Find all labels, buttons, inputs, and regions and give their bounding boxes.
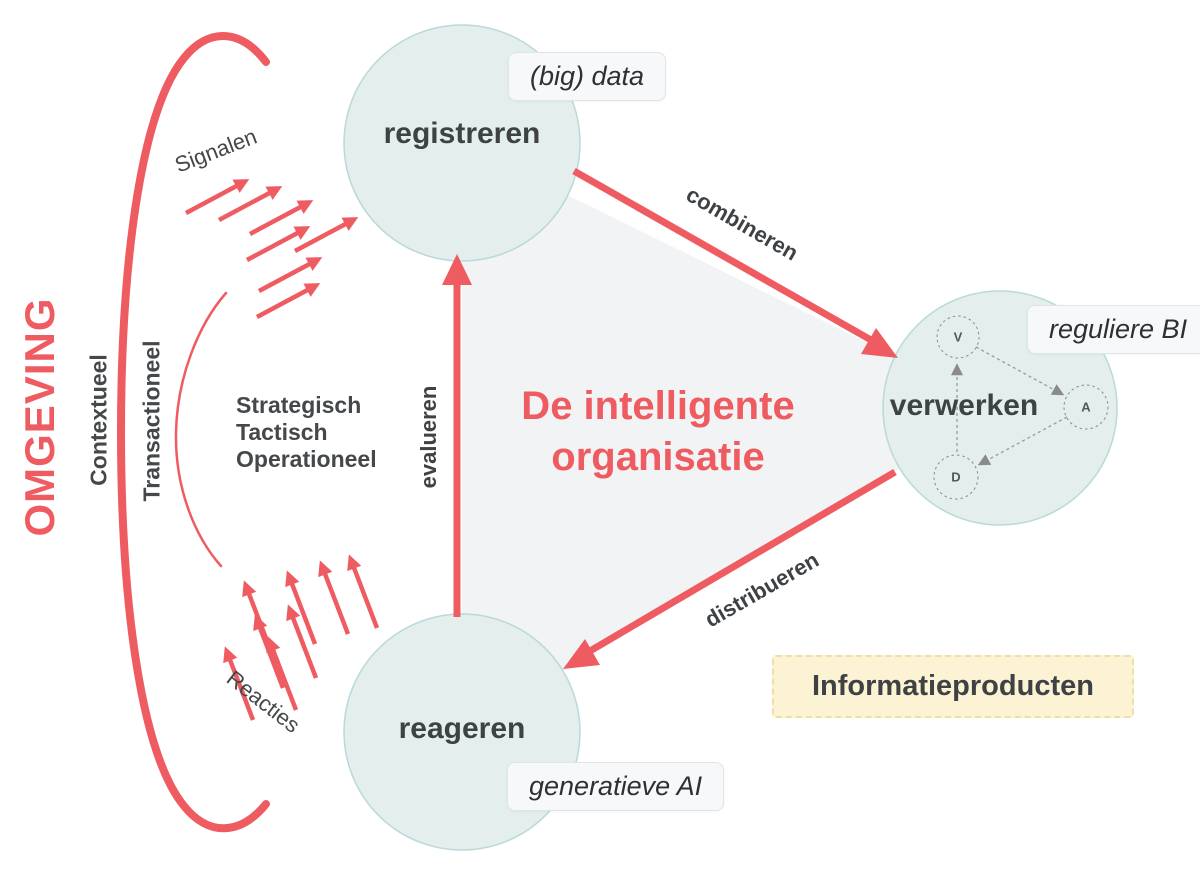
vad-cycle bbox=[933, 315, 1109, 500]
page-title: De intelligente organisatie bbox=[521, 381, 794, 483]
inner-arc bbox=[174, 291, 228, 568]
vad-letter-a: A bbox=[1081, 399, 1091, 415]
level-operationeel: Operationeel bbox=[236, 446, 377, 472]
verwerken-label: verwerken bbox=[889, 389, 1039, 422]
combineren-edge bbox=[572, 167, 873, 344]
informatieproducten-badge: Informatieproducten bbox=[772, 655, 1134, 718]
vad-node-d bbox=[933, 454, 979, 500]
vad-node-v bbox=[936, 315, 980, 359]
contextueel-label: Contextueel bbox=[85, 354, 112, 486]
levels-block: Strategisch Tactisch Operationeel bbox=[236, 392, 377, 473]
vad-edge-v-a bbox=[975, 346, 1065, 396]
triangle-edges bbox=[453, 167, 897, 655]
distribueren-arrowhead bbox=[563, 639, 600, 669]
big-data-tag: (big) data bbox=[508, 52, 667, 101]
vad-letter-d: D bbox=[951, 469, 961, 485]
evalueren-label: evalueren bbox=[416, 385, 441, 489]
triangle-fill bbox=[462, 143, 1000, 732]
signalen-arrows bbox=[184, 179, 359, 319]
omgeving-label: OMGEVING bbox=[16, 297, 63, 537]
vad-node-a bbox=[1063, 384, 1109, 430]
transactioneel-label: Transactioneel bbox=[138, 340, 165, 502]
title-line-1: De intelligente bbox=[521, 384, 795, 428]
edge-arrowheads bbox=[442, 254, 898, 669]
combineren-arrowhead bbox=[861, 328, 898, 358]
distribueren-edge bbox=[588, 468, 897, 655]
vad-edge-a-d bbox=[977, 416, 1068, 466]
generatieve-ai-tag: generatieve AI bbox=[507, 762, 725, 811]
evalueren-arrowhead bbox=[442, 254, 472, 285]
reacties-arrows bbox=[223, 554, 380, 721]
level-strategisch: Strategisch bbox=[236, 392, 362, 418]
reageren-label: reageren bbox=[398, 712, 526, 745]
vad-letter-v: V bbox=[953, 329, 963, 345]
title-line-2: organisatie bbox=[551, 435, 765, 479]
level-tactisch: Tactisch bbox=[236, 419, 328, 445]
reguliere-bi-tag: reguliere BI bbox=[1027, 305, 1200, 354]
environment-arc bbox=[116, 32, 270, 833]
registreren-label: registreren bbox=[383, 117, 541, 150]
